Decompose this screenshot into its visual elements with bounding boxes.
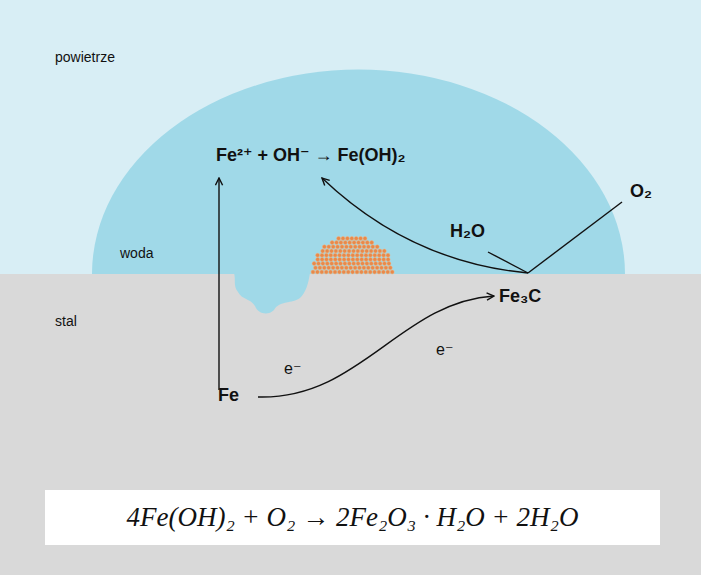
electron-label: e⁻ — [284, 360, 301, 378]
steel-region — [0, 274, 701, 575]
chemical-species: Fe₃C — [499, 287, 541, 307]
water-droplet — [92, 70, 625, 274]
ion-arrow — [218, 178, 219, 390]
formula-box: 4Fe(OH)₂ + O₂ → 2Fe₂O₃ · H₂O + 2H₂O — [45, 490, 660, 545]
reaction-formula: 4Fe(OH)₂ + O₂ → 2Fe₂O₃ · H₂O + 2H₂O — [127, 502, 579, 533]
electron-label: e⁻ — [436, 341, 453, 359]
region-label: stal — [55, 314, 77, 329]
hydroxide-arrow — [322, 178, 528, 273]
chemical-species: O₂ — [630, 182, 652, 202]
region-label: powietrze — [55, 50, 115, 65]
water-line — [488, 252, 528, 273]
reaction-equation: Fe²⁺ + OH⁻ → Fe(OH)₂ — [216, 146, 406, 166]
chemical-species: Fe — [218, 386, 239, 406]
air-region — [0, 0, 701, 274]
oxygen-line — [528, 202, 622, 273]
corrosion-pit — [234, 273, 310, 313]
region-label: woda — [120, 246, 153, 261]
chemical-species: H₂O — [450, 222, 485, 242]
electron-arrow — [258, 296, 494, 397]
rust-deposit — [311, 236, 394, 274]
